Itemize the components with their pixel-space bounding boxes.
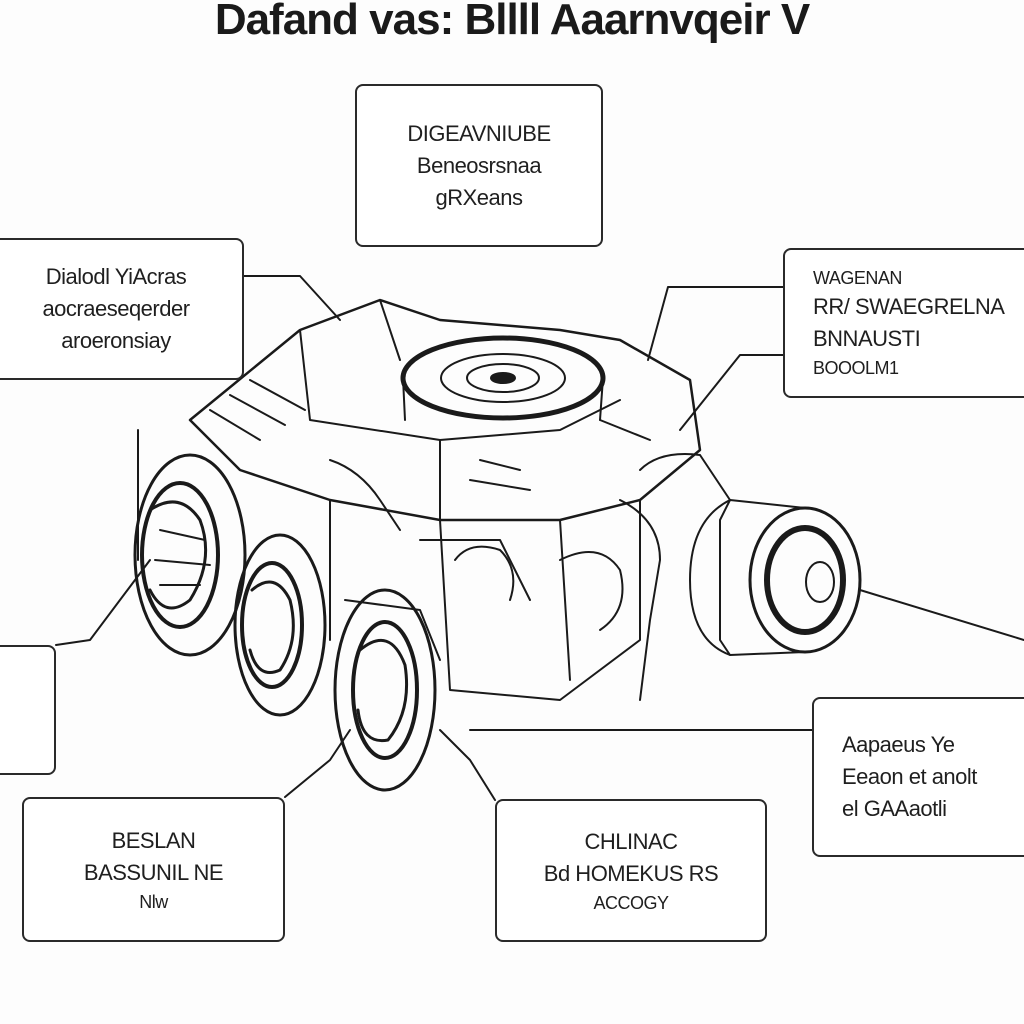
callout-top-line-3: gRXeans <box>435 184 523 210</box>
callout-right-line-3: BNNAUSTI <box>813 326 921 351</box>
callout-bottom-left: BESLAN BASSUNIL NE Nlw <box>22 797 285 942</box>
callout-right-line-4: BOOOLM1 <box>813 358 899 378</box>
leader-line-left <box>243 275 341 321</box>
callout-bottom-right: Aapaeus Ye Eeaon et anolt el GAAaotli <box>812 697 1024 857</box>
callout-bottom-right-line-1: Aapaeus Ye <box>842 732 955 757</box>
callout-bottom-right-line-3: el GAAaotli <box>842 796 947 821</box>
leader-line-right-lower <box>679 354 784 431</box>
callout-left-line-2: aocraeseqerder <box>42 296 190 321</box>
leader-line-bot-left <box>284 729 351 798</box>
engine-block <box>188 298 702 522</box>
callout-bottom-right-line-2: Eeaon et anolt <box>842 764 977 789</box>
front-pulley <box>333 588 437 792</box>
callout-bottom-left-line-1: BESLAN <box>111 827 196 853</box>
callout-top: DIGEAVNIUBE Beneosrsnaa gRXeans <box>355 84 603 247</box>
leader-line-bot-mid <box>439 729 496 801</box>
callout-bottom-middle: CHLINAC Bd HOMEKUS RS ACCOGY <box>495 799 767 942</box>
leader-line-left-mid <box>55 559 151 646</box>
callout-top-line-1: DIGEAVNIUBE <box>407 120 551 146</box>
callout-bottom-middle-line-3: ACCOGY <box>593 892 669 913</box>
leader-line-right-far <box>859 589 1024 641</box>
callout-left-mid <box>0 645 56 775</box>
left-pulley <box>133 453 247 657</box>
callout-bottom-middle-line-2: Bd HOMEKUS RS <box>543 860 719 886</box>
callout-bottom-left-line-3: Nlw <box>139 891 168 912</box>
callout-left-line-1: Dialodl YiAcras <box>45 264 187 289</box>
callout-right-line-1: WAGENAN <box>813 268 902 288</box>
callout-bottom-middle-line-1: CHLINAC <box>584 828 678 854</box>
callout-top-line-2: Beneosrsnaa <box>416 152 542 178</box>
callout-right-line-2: RR/ SWAEGRELNA <box>813 294 1005 319</box>
callout-bottom-left-line-2: BASSUNIL NE <box>83 859 224 885</box>
callout-right: WAGENAN RR/ SWAEGRELNA BNNAUSTI BOOOLM1 <box>783 248 1024 398</box>
callout-left-line-3: aroeronsiay <box>61 328 171 353</box>
center-pulley <box>233 533 327 717</box>
diagram-title: Dafand vas: Bllll Aaarnvqeir V <box>214 0 810 44</box>
leader-line-right <box>647 286 784 361</box>
callout-left: Dialodl YiAcras aocraeseqerder aroeronsi… <box>0 238 244 380</box>
